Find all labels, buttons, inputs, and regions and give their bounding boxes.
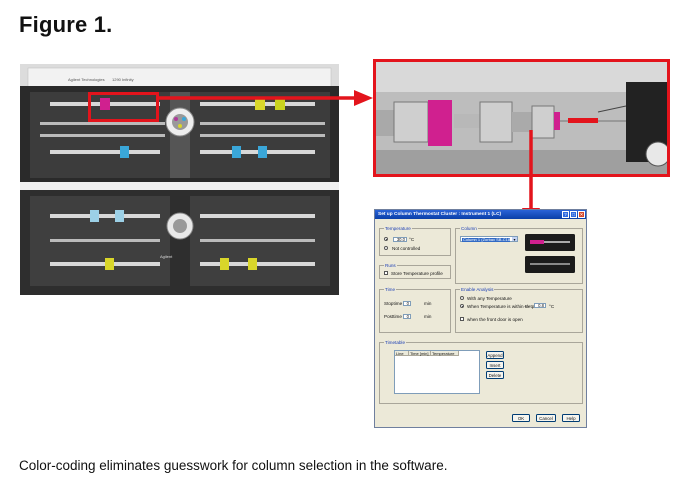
front-door-label: when the front door is open — [467, 316, 523, 322]
time-group: Time Stoptime 0 min Posttime 0 min — [379, 287, 451, 333]
append-button[interactable]: Append — [486, 351, 504, 359]
time-group-label: Time — [384, 287, 397, 292]
photo-model-text: 1290 Infinity — [112, 77, 134, 82]
store-temperature-profile-label: Store Temperature profile — [391, 270, 443, 276]
timetable-group-label: Timetable — [384, 340, 406, 345]
photo-lower-brand-text: Agilent — [160, 254, 173, 259]
stoptime-label: Stoptime — [384, 301, 403, 306]
chevron-down-icon[interactable]: ▾ — [512, 237, 517, 242]
not-controlled-radio[interactable] — [384, 246, 388, 250]
any-temperature-label: With any Temperature — [467, 295, 512, 301]
timetable-group: Timetable Line Time [min] Temperature Ap… — [379, 340, 583, 404]
photo-highlight-box — [88, 92, 159, 122]
instrument-photo: Agilent Technologies 1290 Infinity Agile… — [20, 64, 339, 295]
temperature-group: Temperature 30.0 °C Not controlled — [379, 226, 451, 256]
not-controlled-label: Not controlled — [392, 245, 421, 251]
posttime-label: Posttime — [384, 314, 402, 319]
dialog-title: Set up Column Thermostat Cluster : Instr… — [375, 210, 586, 219]
temperature-group-label: Temperature — [384, 226, 412, 231]
maximize-button[interactable]: □ — [570, 211, 577, 218]
help-title-button[interactable]: ? — [562, 211, 569, 218]
delete-button[interactable]: Delete — [486, 371, 504, 379]
enable-analysis-group: Enable Analysis With any Temperature Whe… — [455, 287, 583, 333]
insert-button[interactable]: Insert — [486, 361, 504, 369]
runs-group: Runs Store Temperature profile — [379, 263, 451, 279]
column-group: Column Column 1 (Zorbax SB-C18) ▾ — [455, 226, 583, 284]
store-temperature-profile-checkbox[interactable] — [384, 271, 388, 275]
table-header-temperature[interactable]: Temperature — [431, 351, 459, 356]
table-header-line[interactable]: Line — [395, 351, 409, 356]
column-right-image — [525, 256, 575, 273]
figure-caption: Color-coding eliminates guesswork for co… — [19, 458, 448, 473]
temperature-unit: °C — [409, 236, 415, 242]
posttime-field[interactable]: 0 — [403, 313, 411, 319]
plusminus-label: +/- — [524, 303, 530, 309]
tolerance-unit: °C — [549, 303, 555, 309]
temperature-value-radio[interactable] — [384, 237, 388, 241]
within-setpoint-label: When Temperature is within Setpoint — [467, 303, 542, 309]
runs-group-label: Runs — [384, 263, 397, 268]
front-door-checkbox[interactable] — [460, 317, 464, 321]
photo-brand-text: Agilent Technologies — [68, 77, 105, 82]
temperature-value-field[interactable]: 30.0 — [393, 236, 407, 242]
enable-analysis-group-label: Enable Analysis — [460, 287, 495, 292]
ok-button[interactable]: OK — [512, 414, 530, 422]
table-header-time[interactable]: Time [min] — [409, 351, 431, 356]
figure-title: Figure 1. — [19, 12, 113, 37]
column-thermostat-dialog: Set up Column Thermostat Cluster : Instr… — [374, 209, 587, 428]
timetable-table[interactable]: Line Time [min] Temperature — [394, 350, 480, 394]
posttime-unit: min — [424, 314, 432, 319]
tolerance-field[interactable]: 0.8 — [534, 303, 546, 308]
any-temperature-radio[interactable] — [460, 296, 464, 300]
zoom-detail-panel — [373, 59, 670, 177]
column-left-image — [525, 234, 575, 251]
help-button[interactable]: Help — [562, 414, 580, 422]
cancel-button[interactable]: Cancel — [536, 414, 556, 422]
stoptime-field[interactable]: 0 — [403, 300, 411, 306]
arrow-right-icon — [157, 90, 373, 106]
stoptime-unit: min — [424, 301, 432, 306]
within-setpoint-radio[interactable] — [460, 304, 464, 308]
column-group-label: Column — [460, 226, 478, 231]
column-select-value: Column 1 (Zorbax SB-C18) — [462, 237, 510, 242]
close-button[interactable]: ✕ — [578, 211, 585, 218]
column-select[interactable]: Column 1 (Zorbax SB-C18) ▾ — [460, 236, 518, 242]
